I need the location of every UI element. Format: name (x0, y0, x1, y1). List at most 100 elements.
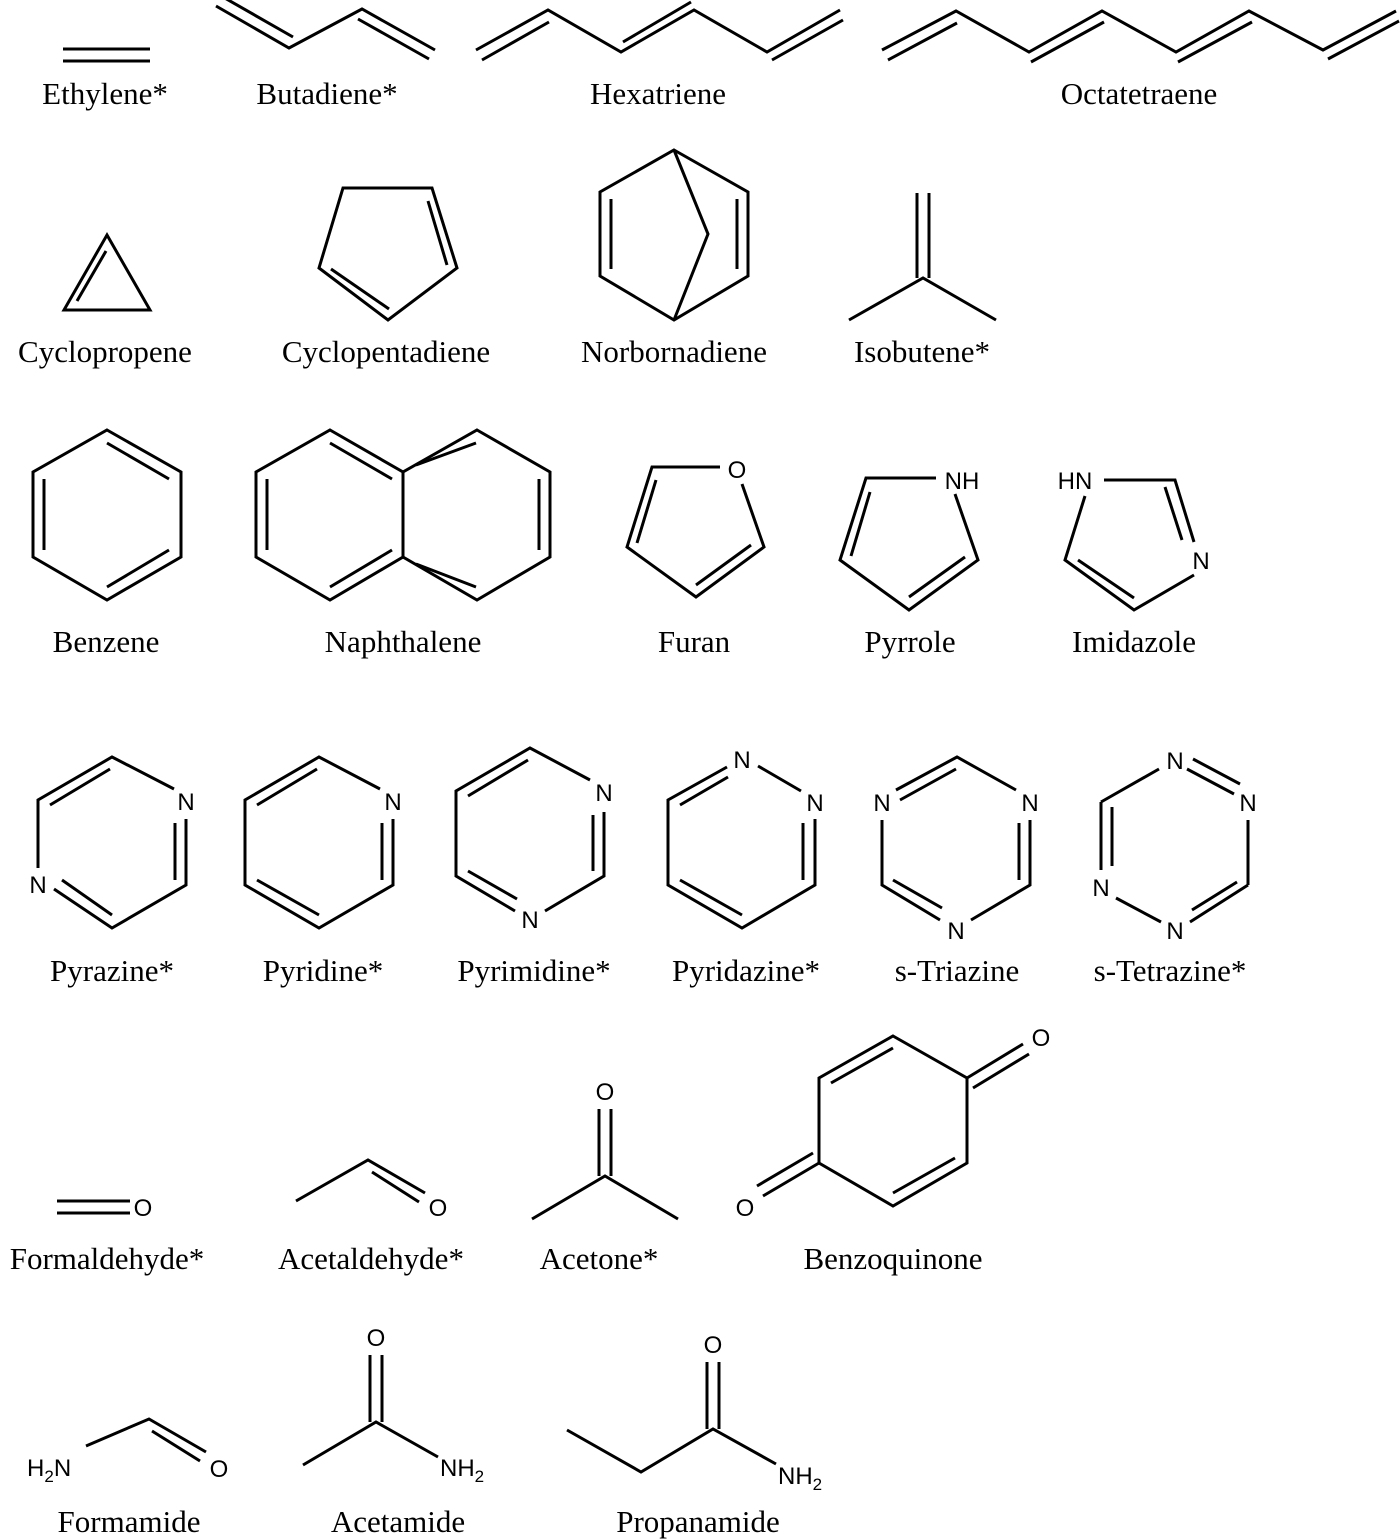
formamide-label: Formamide (58, 1504, 201, 1539)
norbornadiene-label: Norbornadiene (581, 334, 767, 369)
formamide-oxygen-atom: O (210, 1456, 229, 1483)
molecule-pyridine: N Pyridine* (243, 755, 402, 988)
pyridazine-label: Pyridazine* (672, 953, 820, 988)
molecule-isobutene: Isobutene* (848, 193, 997, 369)
acetamide-structure (302, 1355, 439, 1467)
pyrrole-label: Pyrrole (864, 624, 955, 659)
imidazole-structure (1063, 478, 1196, 612)
molecule-benzene: Benzene (31, 428, 183, 659)
acetamide-oxygen-atom: O (367, 1325, 386, 1352)
imidazole-nh-atom: HN (1058, 468, 1093, 495)
naphthalene-label: Naphthalene (325, 624, 482, 659)
acetone-label: Acetone* (540, 1241, 659, 1276)
octatetraene-structure (881, 9, 1400, 64)
molecule-norbornadiene: Norbornadiene (581, 148, 767, 369)
acetaldehyde-label: Acetaldehyde* (278, 1241, 464, 1276)
molecule-ethylene: Ethylene* (42, 47, 168, 111)
formamide-structure (85, 1417, 207, 1463)
s-triazine-n3-atom: N (1021, 790, 1038, 817)
molecule-octatetraene: Octatetraene (881, 9, 1400, 111)
benzoquinone-oxygen-1-atom: O (1032, 1025, 1051, 1052)
molecule-propanamide: O NH2 Propanamide (566, 1332, 822, 1539)
pyrimidine-n1-atom: N (595, 780, 612, 807)
formaldehyde-structure (57, 1199, 130, 1215)
furan-oxygen-atom: O (728, 457, 747, 484)
s-tetrazine-structure (1099, 757, 1250, 924)
furan-label: Furan (658, 624, 731, 659)
propanamide-label: Propanamide (616, 1504, 780, 1539)
benzoquinone-structure (756, 1034, 1030, 1208)
propanamide-oxygen-atom: O (704, 1332, 723, 1359)
s-tetrazine-label: s-Tetrazine* (1094, 953, 1247, 988)
s-tetrazine-n2-atom: N (1239, 790, 1256, 817)
acetaldehyde-structure (295, 1158, 426, 1204)
pyrazine-structure (36, 755, 188, 930)
molecule-pyrimidine: N N Pyrimidine* (454, 746, 613, 988)
s-tetrazine-n4-atom: N (1092, 875, 1109, 902)
acetamide-amine-group: NH2 (440, 1455, 484, 1486)
molecule-naphthalene: Naphthalene (254, 428, 552, 659)
molecule-acetone: O Acetone* (531, 1079, 679, 1276)
molecule-s-tetrazine: N N N N s-Tetrazine* (1092, 748, 1256, 988)
isobutene-label: Isobutene* (854, 334, 990, 369)
pyridine-n-atom: N (384, 789, 401, 816)
pyridazine-n1-atom: N (733, 747, 750, 774)
butadiene-label: Butadiene* (256, 76, 397, 111)
propanamide-amine-group: NH2 (778, 1463, 822, 1494)
benzene-label: Benzene (53, 624, 160, 659)
acetamide-label: Acetamide (331, 1504, 465, 1539)
s-triazine-n5-atom: N (947, 918, 964, 945)
norbornadiene-structure (598, 148, 750, 322)
ethylene-label: Ethylene* (42, 76, 168, 111)
pyrrole-structure (838, 476, 980, 612)
molecule-cyclopropene: Cyclopropene (18, 231, 192, 369)
cyclopropene-structure (61, 231, 153, 312)
s-tetrazine-n5-atom: N (1166, 918, 1183, 945)
formamide-amine-group: H2N (27, 1455, 71, 1486)
pyridazine-structure (666, 764, 817, 930)
furan-structure (625, 465, 766, 599)
s-triazine-n1-atom: N (873, 790, 890, 817)
isobutene-structure (848, 193, 997, 322)
molecule-formamide: H2N O Formamide (27, 1417, 229, 1539)
imidazole-label: Imidazole (1072, 624, 1196, 659)
molecule-s-triazine: N N N s-Triazine (873, 755, 1039, 988)
molecule-pyrazine: N N Pyrazine* (29, 755, 195, 988)
s-triazine-label: s-Triazine (895, 953, 1020, 988)
benzoquinone-label: Benzoquinone (803, 1241, 982, 1276)
molecule-acetaldehyde: O Acetaldehyde* (278, 1158, 464, 1276)
pyridine-label: Pyridine* (263, 953, 384, 988)
molecule-furan: O Furan (625, 457, 766, 659)
ethylene-structure (63, 47, 150, 63)
pyrimidine-structure (454, 746, 606, 913)
pyrimidine-n3-atom: N (521, 907, 538, 934)
molecule-pyrrole: NH Pyrrole (838, 468, 980, 659)
pyrazine-label: Pyrazine* (50, 953, 174, 988)
imidazole-n-atom: N (1192, 548, 1209, 575)
molecule-butadiene: Butadiene* (215, 0, 436, 111)
cyclopropene-label: Cyclopropene (18, 334, 192, 369)
benzoquinone-oxygen-4-atom: O (736, 1195, 755, 1222)
acetone-structure (531, 1109, 679, 1221)
pyrazine-n4-atom: N (29, 872, 46, 899)
cyclopentadiene-structure (317, 186, 459, 322)
molecule-acetamide: O NH2 Acetamide (302, 1325, 484, 1539)
pyrazine-n1-atom: N (177, 789, 194, 816)
pyrrole-nh-atom: NH (945, 468, 980, 495)
molecule-hexatriene: Hexatriene (475, 0, 844, 111)
molecule-cyclopentadiene: Cyclopentadiene (282, 186, 490, 369)
pyrimidine-label: Pyrimidine* (457, 953, 610, 988)
octatetraene-label: Octatetraene (1061, 76, 1218, 111)
molecule-benzoquinone: O O Benzoquinone (736, 1025, 1051, 1276)
hexatriene-structure (475, 0, 844, 62)
s-triazine-structure (880, 755, 1032, 922)
butadiene-structure (215, 0, 436, 61)
propanamide-structure (566, 1362, 777, 1474)
hexatriene-label: Hexatriene (590, 76, 726, 111)
pyridazine-n2-atom: N (806, 790, 823, 817)
benzene-structure (31, 428, 183, 602)
acetaldehyde-oxygen-atom: O (429, 1195, 448, 1222)
acetone-oxygen-atom: O (596, 1079, 615, 1106)
formaldehyde-label: Formaldehyde* (10, 1241, 205, 1276)
